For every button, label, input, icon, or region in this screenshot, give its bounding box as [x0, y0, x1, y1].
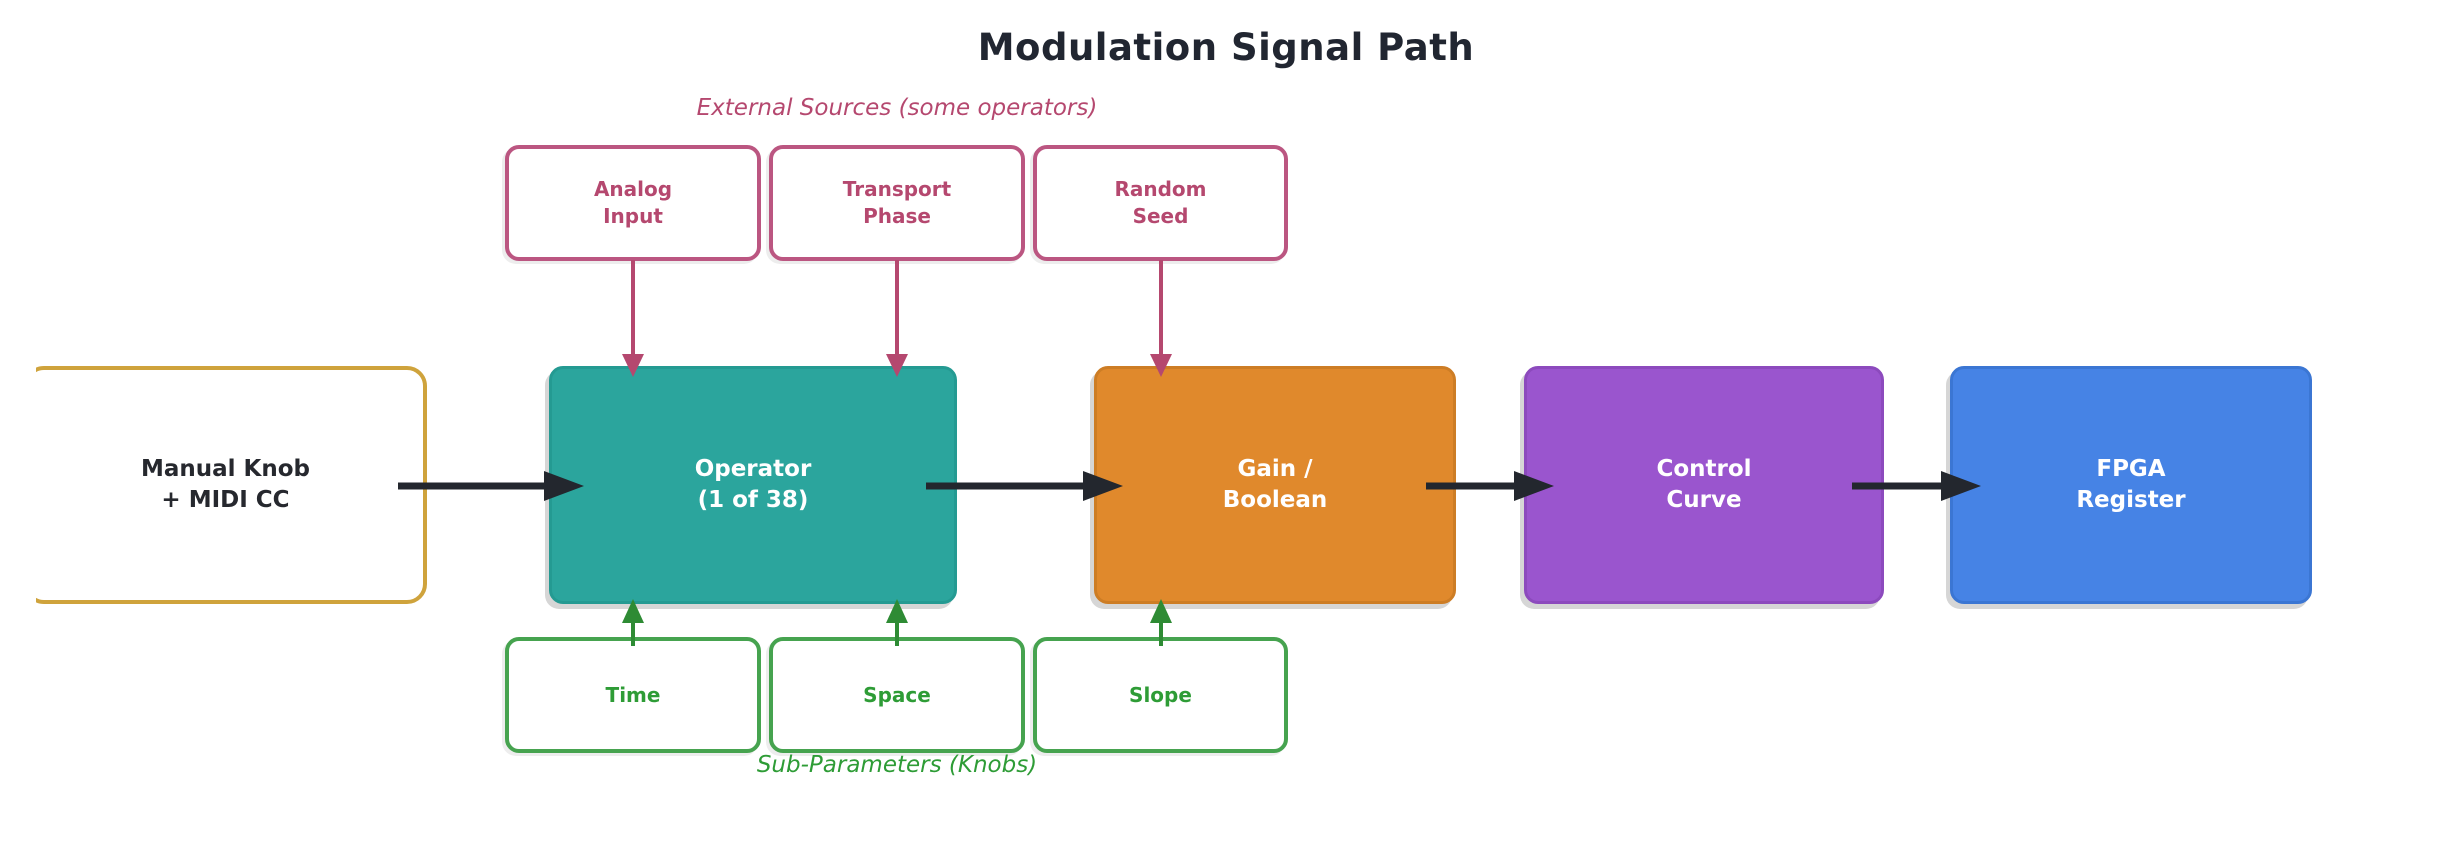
diagram-title: Modulation Signal Path [977, 26, 1475, 69]
node-label: Transport Phase [842, 177, 952, 228]
node-label: Gain / Boolean [1222, 455, 1328, 513]
node-operator: Operator (1 of 38) [549, 366, 957, 604]
node-gain-boolean: Gain / Boolean [1094, 366, 1456, 604]
node-label: Slope [1129, 682, 1192, 707]
node-random-seed: Random Seed [1033, 145, 1288, 261]
external-sources-label: External Sources (some operators) [696, 95, 1098, 121]
arrow-random-seed-to-gain-boolean [1150, 260, 1172, 377]
node-label: Analog Input [593, 177, 673, 228]
arrow-transport-phase-to-operator [886, 260, 908, 377]
node-fpga-register: FPGA Register [1950, 366, 2312, 604]
node-transport-phase: Transport Phase [769, 145, 1025, 261]
node-label: Random Seed [1114, 177, 1207, 228]
node-label: Operator (1 of 38) [694, 455, 812, 513]
node-label: Control Curve [1656, 455, 1752, 513]
node-time: Time [505, 637, 761, 753]
node-analog-input: Analog Input [505, 145, 761, 261]
node-label: Manual Knob + MIDI CC [140, 455, 311, 513]
node-manual-knob: Manual Knob + MIDI CC [36, 350, 432, 618]
node-label: Time [605, 682, 661, 707]
node-control-curve: Control Curve [1524, 366, 1884, 604]
node-label: FPGA Register [2076, 455, 2186, 513]
sub-parameters-label: Sub-Parameters (Knobs) [756, 752, 1038, 778]
manual-knob-box: Manual Knob + MIDI CC [36, 366, 427, 604]
node-slope: Slope [1033, 637, 1288, 753]
arrow-analog-input-to-operator [622, 260, 644, 377]
node-label: Space [863, 682, 931, 707]
node-space: Space [769, 637, 1025, 753]
